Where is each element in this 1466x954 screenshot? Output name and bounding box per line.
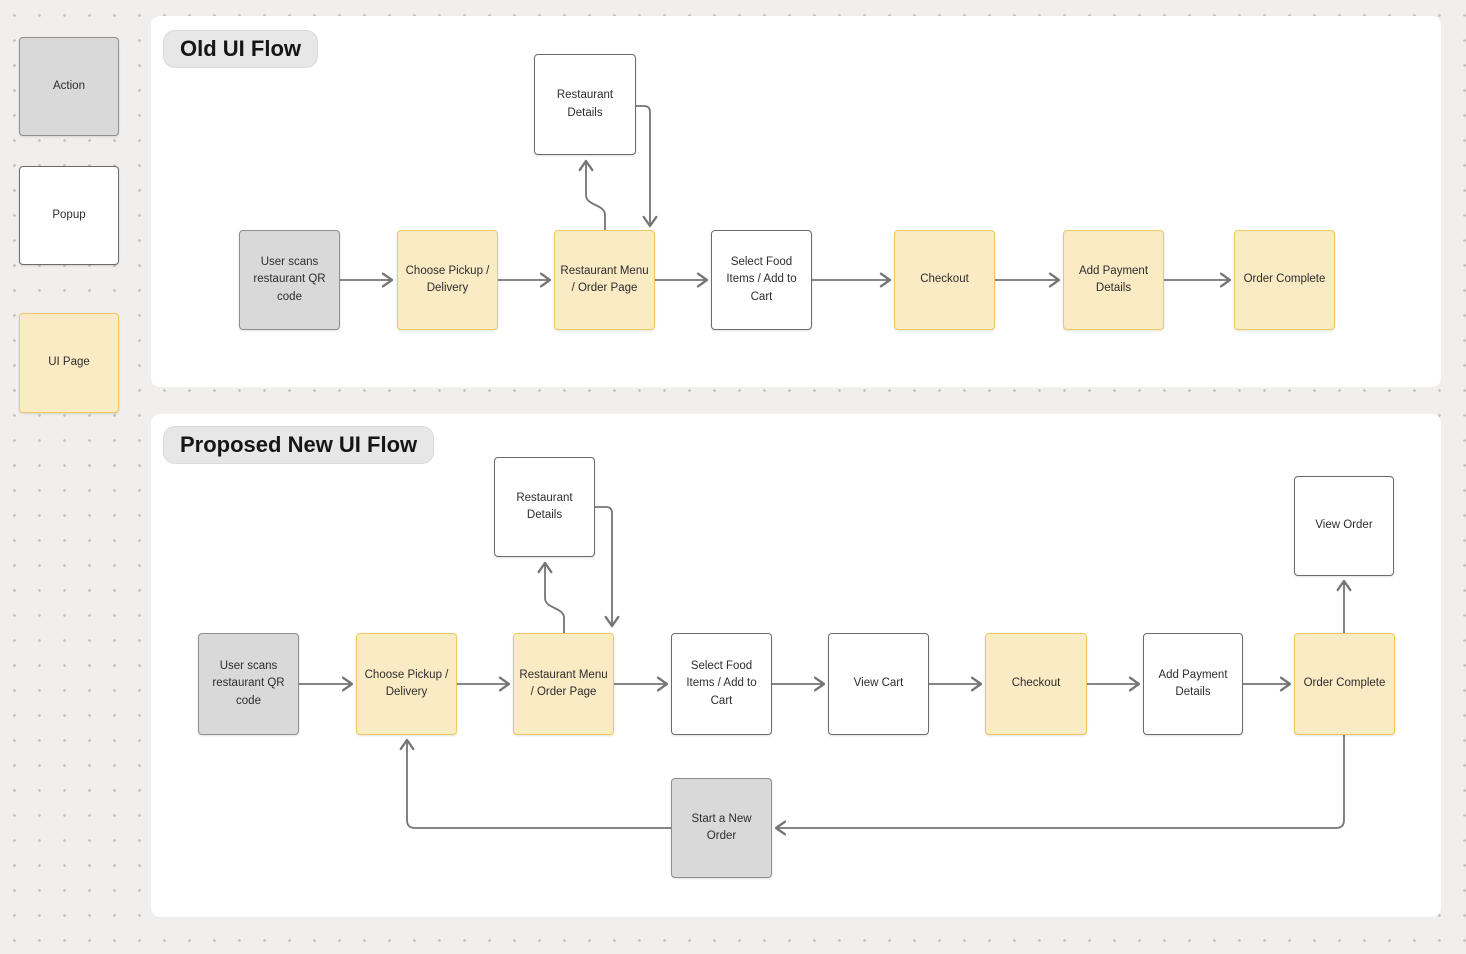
node-order-complete[interactable]: Order Complete xyxy=(1294,633,1395,735)
node-restaurant-menu[interactable]: Restaurant Menu / Order Page xyxy=(554,230,655,330)
node-user-scans-qr[interactable]: User scans restaurant QR code xyxy=(239,230,340,330)
node-checkout[interactable]: Checkout xyxy=(894,230,995,330)
node-start-new-order[interactable]: Start a New Order xyxy=(671,778,772,878)
node-select-food[interactable]: Select Food Items / Add to Cart xyxy=(711,230,812,330)
node-view-cart[interactable]: View Cart xyxy=(828,633,929,735)
legend-action-box[interactable]: Action xyxy=(19,37,119,136)
old-flow-title[interactable]: Old UI Flow xyxy=(163,30,318,68)
connector-startnew-to-choose[interactable] xyxy=(399,738,672,829)
node-view-order[interactable]: View Order xyxy=(1294,476,1394,576)
node-restaurant-details[interactable]: Restaurant Details xyxy=(494,457,595,557)
node-checkout[interactable]: Checkout xyxy=(985,633,1087,735)
old-flow-section[interactable]: Old UI Flow User scans restaurant QR cod… xyxy=(151,16,1441,387)
node-restaurant-details[interactable]: Restaurant Details xyxy=(534,54,636,155)
node-select-food[interactable]: Select Food Items / Add to Cart xyxy=(671,633,772,735)
connector-menu-to-details[interactable] xyxy=(537,561,565,634)
legend-ui-page-box[interactable]: UI Page xyxy=(19,313,119,413)
connector-details-to-menu[interactable] xyxy=(594,506,620,628)
node-add-payment[interactable]: Add Payment Details xyxy=(1143,633,1243,735)
new-flow-connectors xyxy=(298,506,1352,836)
node-restaurant-menu[interactable]: Restaurant Menu / Order Page xyxy=(513,633,614,735)
connector-details-to-menu[interactable] xyxy=(635,105,658,228)
node-order-complete[interactable]: Order Complete xyxy=(1234,230,1335,330)
node-choose-pickup[interactable]: Choose Pickup / Delivery xyxy=(356,633,457,735)
node-choose-pickup[interactable]: Choose Pickup / Delivery xyxy=(397,230,498,330)
new-flow-title[interactable]: Proposed New UI Flow xyxy=(163,426,435,464)
old-flow-connectors xyxy=(339,105,1232,288)
node-user-scans-qr[interactable]: User scans restaurant QR code xyxy=(198,633,299,735)
new-flow-section[interactable]: Proposed New UI Flow User scans restaura… xyxy=(151,414,1441,917)
legend-popup-box[interactable]: Popup xyxy=(19,166,119,265)
node-add-payment[interactable]: Add Payment Details xyxy=(1063,230,1164,330)
connector-menu-to-details[interactable] xyxy=(578,159,606,231)
connector-complete-to-startnew[interactable] xyxy=(774,734,1345,836)
